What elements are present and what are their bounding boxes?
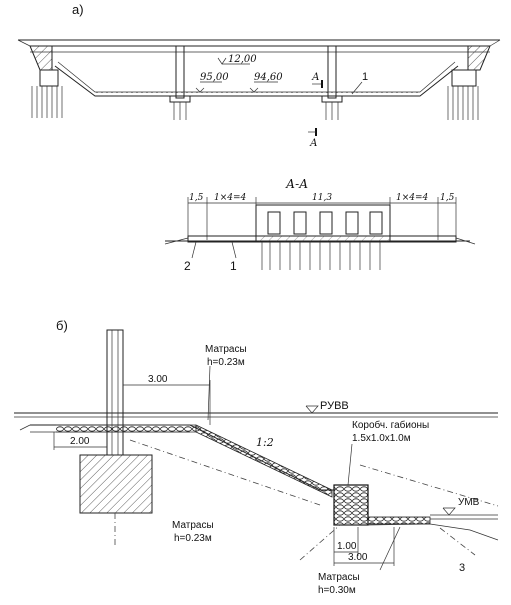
elev-right-label: 94,60	[254, 72, 283, 83]
panel-b: б)	[14, 318, 499, 596]
slope-label: 1:2	[256, 436, 274, 449]
dim-center: 11,3	[312, 193, 332, 203]
elev-left-label: 95,00	[200, 72, 229, 83]
callout-1-a: 1	[362, 71, 368, 83]
projection-lines	[129, 439, 499, 561]
dim-top: 3.00 Матрасы h=0.23м 2.00	[53, 344, 247, 450]
dim-3-top: 3.00	[148, 374, 168, 385]
mattress-bottom-callout: Матрасы h=0.30м	[318, 572, 360, 596]
section-piles	[261, 242, 381, 270]
section-ground	[164, 235, 476, 245]
panel-b-label: б)	[56, 318, 68, 333]
gabion-callout: Коробч. габионы 1.5x1.0x1.0м	[347, 419, 429, 486]
dim-1: 1.00	[337, 541, 357, 552]
channel-bed	[54, 61, 459, 97]
panel-a: а)	[17, 2, 501, 149]
umv-label: УМВ	[458, 497, 480, 508]
elev-top-label: 12,00	[228, 54, 257, 65]
gabion-size: 1.5x1.0x1.0м	[352, 433, 411, 444]
dim-right-cells: 1×4=4	[396, 193, 429, 203]
mattress-top-h: h=0.23м	[207, 357, 245, 368]
mattress-mid-label: Матрасы	[172, 520, 214, 531]
water-lines	[14, 405, 498, 520]
panel-a-label: а)	[72, 2, 84, 17]
section-aa-title: А-А	[285, 177, 308, 191]
gabion-label: Коробч. габионы	[352, 419, 429, 431]
mattress-bottom-label: Матрасы	[318, 572, 360, 583]
section-mark-a: А А	[308, 72, 323, 149]
dim-left-edge: 1,5	[189, 193, 204, 203]
bridge-deck	[17, 39, 501, 53]
mattress-mid-h: h=0.23м	[174, 533, 212, 544]
callout-3-b: 3	[459, 562, 465, 574]
pier-column	[79, 329, 153, 545]
dim-bottom: 1.00 3.00	[333, 526, 401, 571]
section-mark-top: А	[311, 72, 320, 83]
mattress-mid-callout: Матрасы h=0.23м	[172, 520, 214, 544]
right-abutment	[447, 45, 491, 120]
ground-surface	[19, 424, 335, 491]
callout-2-aa: 2	[184, 259, 191, 273]
section-mark-bottom: А	[309, 138, 318, 149]
gabion-boxes	[333, 484, 369, 526]
ruvv-label: РУВВ	[320, 400, 349, 412]
left-abutment	[29, 45, 63, 118]
dim-2: 2.00	[70, 436, 90, 447]
elevation-marks: 12,00 95,00 94,60	[195, 54, 283, 93]
dim-left-cells: 1×4=4	[214, 193, 247, 203]
mattress-bottom-h: h=0.30м	[318, 585, 356, 596]
callout-1-aa: 1	[230, 259, 237, 273]
section-aa: А-А 1,5 1×4=4 11,3 1×4=4 1,5	[164, 177, 476, 273]
dim-right-edge: 1,5	[440, 193, 455, 203]
mattress-bank	[56, 424, 333, 498]
mattress-bottom	[334, 516, 499, 541]
mattress-top-label: Матрасы	[205, 344, 247, 355]
dim-3-bottom: 3.00	[348, 552, 368, 563]
section-aa-dimensions: 1,5 1×4=4 11,3 1×4=4 1,5	[187, 193, 457, 240]
